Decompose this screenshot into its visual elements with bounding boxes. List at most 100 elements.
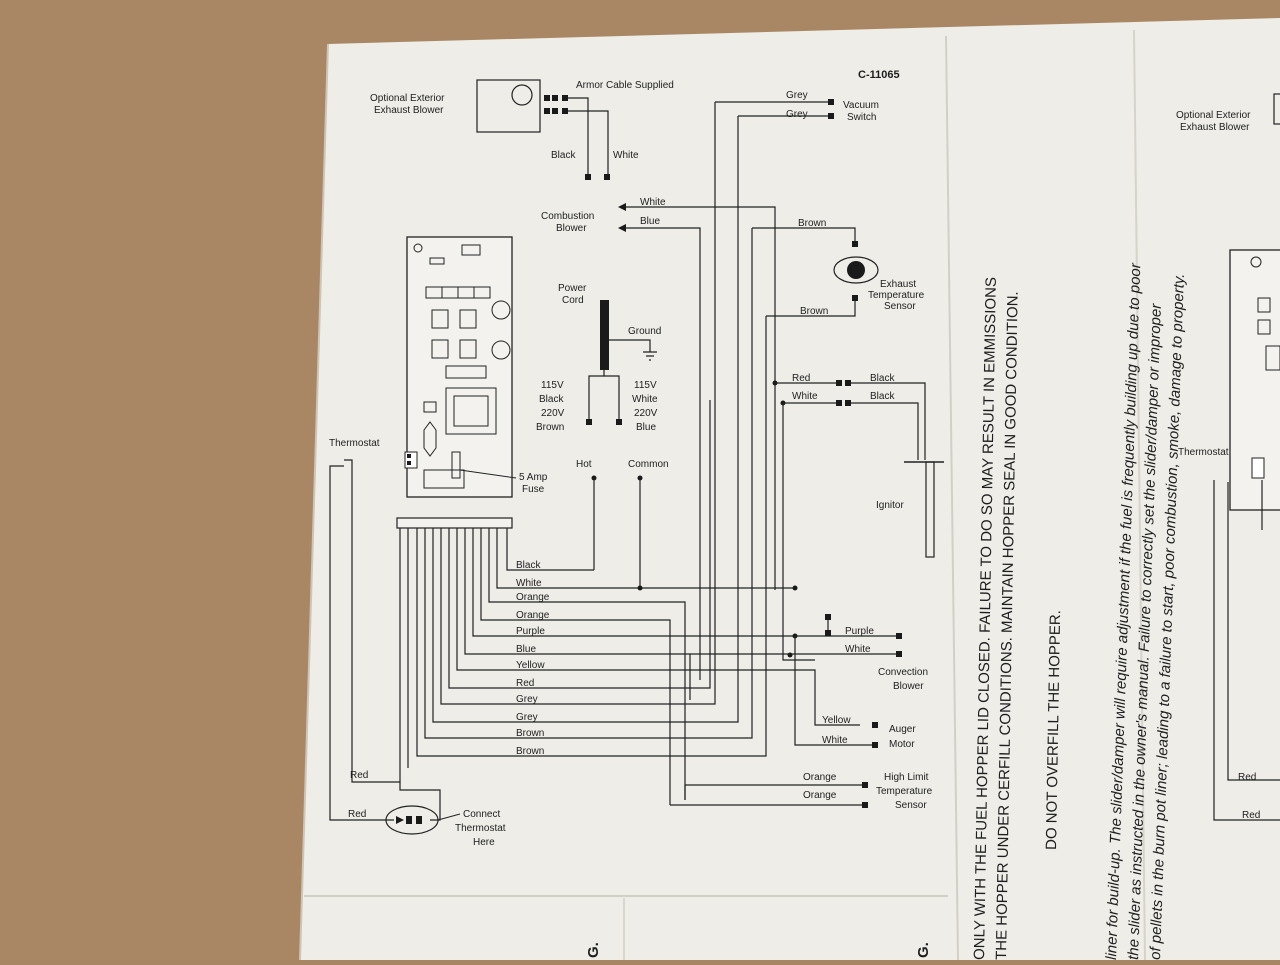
armor-cable-label: Armor Cable Supplied (576, 80, 674, 91)
wire-label-black: Black (551, 150, 576, 161)
board-relay-icon (431, 339, 449, 359)
high-limit-sensor: Orange Orange High Limit Temperature Sen… (670, 772, 935, 811)
right-wire-label-red: Red (1238, 772, 1256, 783)
footer-fragment-left: G. (585, 942, 602, 958)
power-left-label-line3: 220V (541, 408, 565, 419)
connector-icon (896, 633, 902, 639)
power-cord-icon (600, 300, 609, 370)
auger-motor-label-line2: Motor (889, 739, 915, 750)
exhaust-blower-label: Optional Exterior Exhaust Blower (370, 93, 447, 116)
exhaust-blower-box (476, 79, 541, 133)
connector-icon (836, 400, 842, 406)
connect-thermostat-label-line1: Connect (463, 809, 500, 820)
connector-icon (825, 630, 831, 636)
power-right-label: 115V White 220V Blue (632, 380, 660, 433)
harness-wire-label: Black (516, 560, 541, 571)
common-label: Common (628, 459, 669, 470)
connector-icon (406, 816, 412, 824)
connector-icon (416, 816, 422, 824)
convection-blower-label-line2: Blower (893, 681, 924, 692)
vacuum-switch-label-line2: Switch (847, 112, 876, 123)
thermostat-label: Thermostat (329, 438, 380, 449)
board-relay-icon (431, 309, 449, 329)
fuse-icon (451, 451, 461, 479)
harness-wire-label: Brown (516, 746, 544, 757)
wire-label-white: White (845, 644, 871, 655)
harness-wire-label: Purple (516, 626, 545, 637)
connector-icon (896, 651, 902, 657)
vacuum-switch: Grey Grey Vacuum Switch (715, 90, 882, 123)
high-limit-label: High Limit Temperature Sensor (876, 772, 935, 811)
wire-label-brown: Brown (800, 306, 828, 317)
paper-edge (299, 43, 329, 961)
wire-label-red: Red (792, 373, 810, 384)
wire-label-orange: Orange (803, 772, 837, 783)
connector-icon (618, 224, 626, 232)
right-exhaust-blower-label-line2: Exhaust Blower (1180, 122, 1250, 133)
wire-label-brown: Brown (798, 218, 826, 229)
right-page-partial: Optional Exterior Exhaust Blower Thermos… (1176, 93, 1280, 821)
power-cord-label-line2: Cord (562, 295, 584, 306)
harness-wire-label: Grey (516, 712, 538, 723)
connector-icon (872, 742, 878, 748)
exhaust-blower: Optional Exterior Exhaust Blower Armor C… (370, 79, 674, 180)
wire-label-white: White (613, 150, 639, 161)
wire-label-yellow: Yellow (822, 715, 851, 726)
connector-icon (616, 419, 622, 425)
vacuum-switch-label: Vacuum Switch (843, 100, 882, 123)
connector-icon (618, 203, 626, 211)
high-limit-label-line1: High Limit (884, 772, 929, 783)
connector-icon (845, 400, 851, 406)
wire-label-white: White (640, 197, 666, 208)
thermostat-terminal-icon (1251, 457, 1265, 479)
connector-icon (604, 174, 610, 180)
power-cord-label-line1: Power (558, 283, 587, 294)
thermostat-connection: Red Red Connect Thermostat Here (348, 770, 506, 848)
connector-icon (552, 108, 558, 114)
connector-icon (845, 380, 851, 386)
ignitor-rod-icon (925, 461, 935, 558)
ground-label: Ground (628, 326, 661, 337)
fuse-label-line2: Fuse (522, 484, 545, 495)
harness-wire-label: White (516, 578, 542, 589)
combustion-blower-label: Combustion Blower (541, 211, 597, 234)
convection-blower-label: Convection Blower (878, 667, 931, 692)
board-hole-icon (413, 243, 423, 253)
power-left-label-line2: Black (539, 394, 564, 405)
wire-label-black: Black (870, 391, 895, 402)
connector-icon (562, 108, 568, 114)
board-relay-icon (1257, 319, 1271, 335)
board-transformer-icon (445, 387, 497, 435)
exhaust-blower-label-line2: Exhaust Blower (374, 105, 444, 116)
harness-wire-label: Blue (516, 644, 536, 655)
ignitor: Red White Black Black Ignitor (775, 373, 944, 661)
board-relay-icon (459, 339, 477, 359)
combustion-blower: Combustion Blower White Blue (541, 197, 776, 680)
right-exhaust-blower-label-line1: Optional Exterior (1176, 110, 1251, 121)
board-hole-icon (1250, 256, 1262, 268)
connector-icon (862, 802, 868, 808)
harness-wire-label: Yellow (516, 660, 545, 671)
wire-label-blue: Blue (640, 216, 660, 227)
connector-icon (852, 295, 858, 301)
power-right-label-line4: Blue (636, 422, 656, 433)
fuse-label-line1: 5 Amp (519, 472, 548, 483)
power-left-label: 115V Black 220V Brown (536, 380, 567, 433)
note-line-3: DO NOT OVERFILL THE HOPPER. (1043, 610, 1064, 850)
connect-thermostat-label-line3: Here (473, 837, 495, 848)
connector-icon (552, 95, 558, 101)
paper-sheet (300, 18, 1280, 960)
power-right-label-line2: White (632, 394, 658, 405)
power-cord-label: Power Cord (558, 283, 589, 306)
connector-icon (852, 241, 858, 247)
ignitor-label: Ignitor (876, 500, 904, 511)
connector-icon (836, 380, 842, 386)
convection-blower-label-line1: Convection (878, 667, 928, 678)
wire-label-grey: Grey (786, 109, 808, 120)
power-right-label-line3: 220V (634, 408, 658, 419)
high-limit-label-line2: Temperature (876, 786, 933, 797)
hot-label: Hot (576, 459, 592, 470)
board-chip-icon (429, 257, 445, 265)
wire-label-red: Red (348, 809, 366, 820)
